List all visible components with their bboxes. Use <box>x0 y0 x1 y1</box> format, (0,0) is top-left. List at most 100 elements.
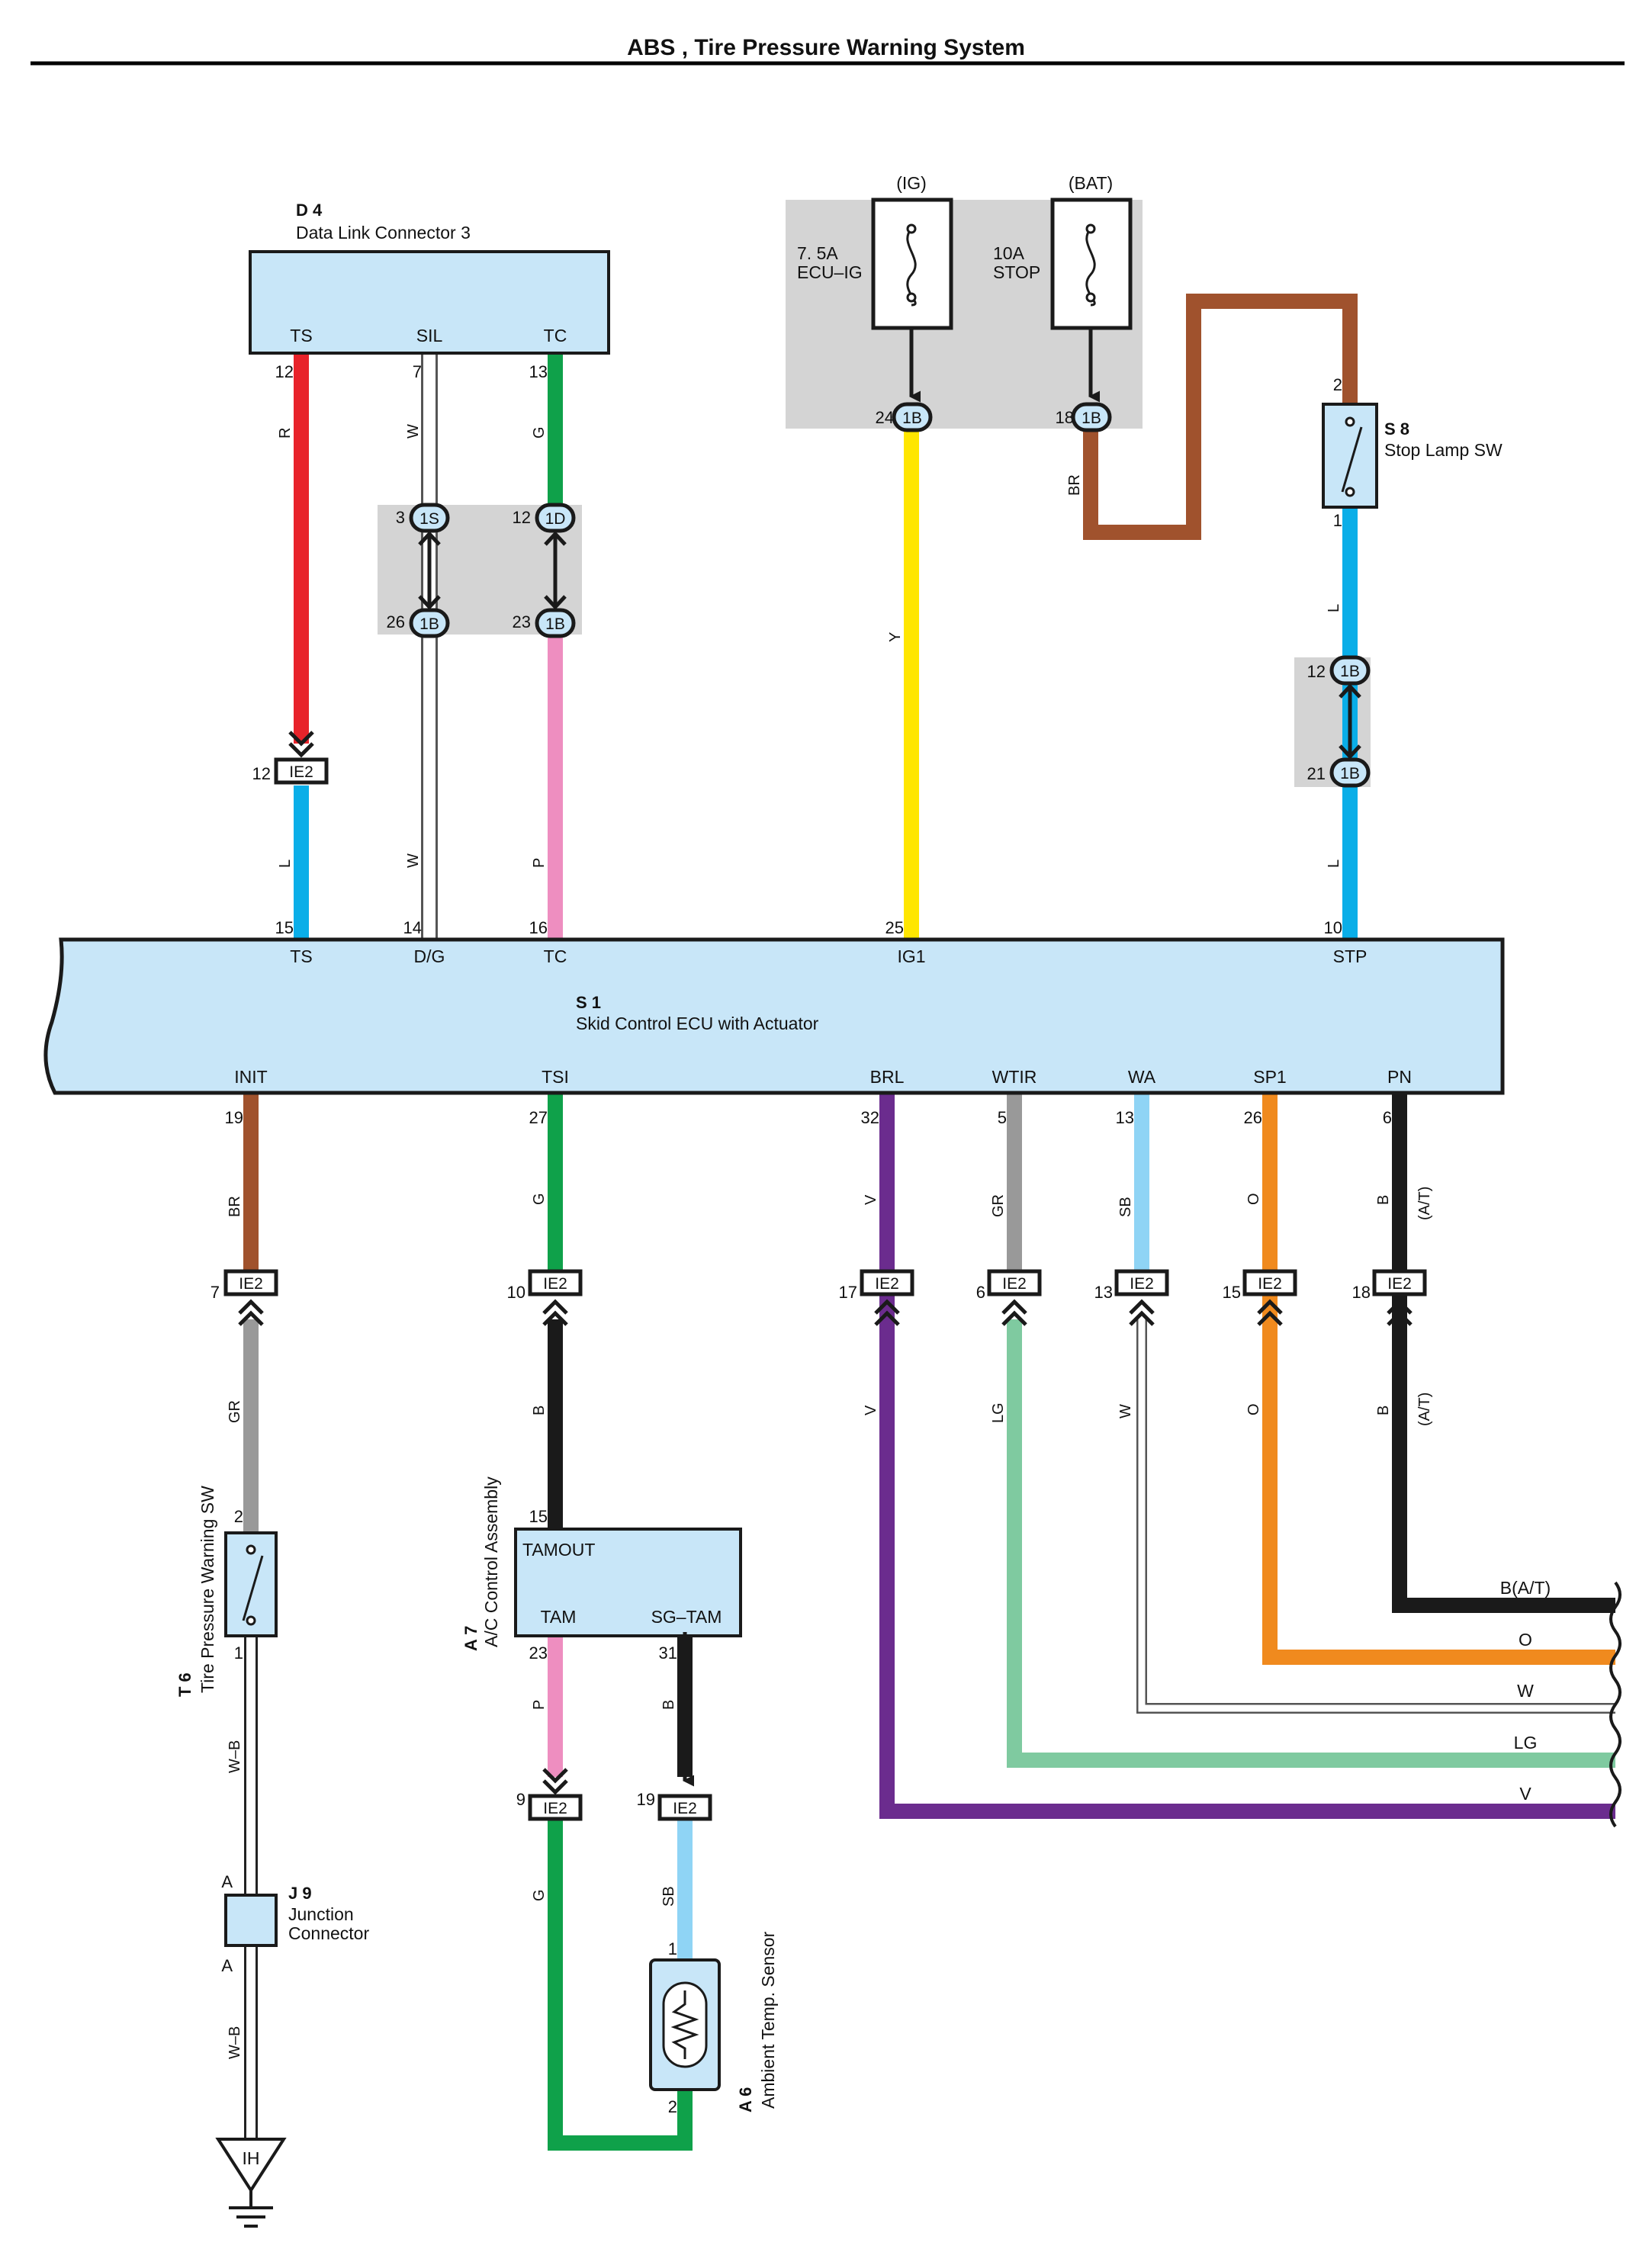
pin-26-s1: 26 <box>1244 1108 1262 1127</box>
fuse-ig-rating: 7. 5A <box>797 243 838 263</box>
s1-pin-pn: PN <box>1387 1067 1412 1087</box>
fuse-ig-source: (IG) <box>896 173 927 193</box>
a7-pin-tamout: TAMOUT <box>522 1540 595 1560</box>
ie2-12: IE2 <box>289 763 313 781</box>
fuse-bat-rating: 10A <box>993 243 1025 263</box>
pin-7-ie2: 7 <box>211 1283 220 1302</box>
fuse-ig-name: ECU–IG <box>797 262 863 282</box>
fuse-bat-source: (BAT) <box>1069 173 1113 193</box>
pin-9-ie2: 9 <box>516 1790 525 1809</box>
wire-label-g-3: G <box>531 1889 548 1901</box>
d4-code: D 4 <box>296 201 323 220</box>
s1-pin-init: INIT <box>234 1067 267 1087</box>
exit-label-b-at: B(A/T) <box>1500 1578 1551 1598</box>
a7-name: A/C Control Assembly <box>481 1476 501 1647</box>
a7-pin-tam: TAM <box>541 1607 577 1627</box>
a6-code: A 6 <box>736 2087 755 2112</box>
wire-label-gr-1: GR <box>990 1194 1007 1217</box>
ie2-9: IE2 <box>543 1800 567 1817</box>
pin-18-ie2: 18 <box>1352 1283 1371 1302</box>
wire-label-l-3: L <box>1326 859 1342 868</box>
exit-label-lg: LG <box>1514 1733 1538 1753</box>
pin-6-s1: 6 <box>1383 1108 1392 1127</box>
pin-5-s1: 5 <box>998 1108 1007 1127</box>
fuse-bat-name: STOP <box>993 262 1040 282</box>
j9-pin-a-top: A <box>221 1872 233 1891</box>
s1-pin-sp1: SP1 <box>1253 1067 1286 1087</box>
pin-3-1s: 3 <box>396 508 405 527</box>
wires <box>243 294 1615 2151</box>
wire-label-b-1: B <box>1375 1195 1392 1205</box>
pin-2-t6: 2 <box>234 1507 243 1526</box>
fuse-stop-element <box>1085 227 1096 307</box>
d4-pin-tc: TC <box>544 326 567 345</box>
pin-6-ie2: 6 <box>976 1283 985 1302</box>
oval-connectors: 1B 1B 1S 1B 1D 1B 1B 1B <box>409 402 1371 788</box>
pin-23-a7: 23 <box>529 1643 548 1663</box>
exit-wire-labels: B(A/T) O W LG V <box>1500 1578 1551 1804</box>
conn-1b-24: 1B <box>902 410 922 427</box>
ie2-13: IE2 <box>1130 1275 1154 1293</box>
wire-label-br-1: BR <box>1066 474 1083 496</box>
d4-data-link-connector <box>249 250 610 355</box>
pin-13-ie2: 13 <box>1094 1283 1113 1302</box>
s1-pin-stp: STP <box>1333 946 1368 966</box>
ie2-7: IE2 <box>239 1275 263 1293</box>
wire-label-o-1: O <box>1245 1193 1262 1205</box>
ie2-6: IE2 <box>1002 1275 1027 1293</box>
a7-ac-control-assembly <box>514 1528 742 1637</box>
pin-25-s1: 25 <box>885 918 904 937</box>
fuse-ecu-ig <box>871 198 953 330</box>
exit-label-o: O <box>1519 1630 1532 1650</box>
ie2-18: IE2 <box>1387 1275 1412 1293</box>
s1-name: Skid Control ECU with Actuator <box>576 1014 819 1033</box>
pin-24-1b: 24 <box>876 408 894 427</box>
wire-label-br-2: BR <box>227 1196 243 1217</box>
wire-label-p-2: P <box>531 1700 548 1710</box>
pin-19-ie2: 19 <box>637 1790 655 1809</box>
s1-skid-control-ecu <box>43 937 1505 1095</box>
wire-label-w-2: W <box>405 853 422 868</box>
s1-pin-dg: D/G <box>414 946 445 966</box>
conn-1b-26: 1B <box>419 615 439 633</box>
pin-19-s1: 19 <box>225 1108 243 1127</box>
pin-12-1d: 12 <box>513 508 531 527</box>
j9-junction-connector <box>224 1894 278 1947</box>
fuse-ecu-ig-element <box>906 227 917 307</box>
fuse-stop <box>1050 198 1133 330</box>
ground-label: IH <box>243 2148 260 2168</box>
pin-numbers: 12 7 13 24 18 2 1 3 26 12 23 12 21 12 15… <box>211 362 1392 2116</box>
pin-32-s1: 32 <box>861 1108 879 1127</box>
t6-name: Tire Pressure Warning SW <box>198 1486 217 1693</box>
s1-pin-wa: WA <box>1128 1067 1156 1087</box>
pin-16-s1: 16 <box>529 918 548 937</box>
wire-label-w-3: W <box>1117 1404 1134 1418</box>
wire-label-p-1: P <box>531 858 548 868</box>
pin-18-1b: 18 <box>1056 408 1074 427</box>
ie2-connectors: IE2 IE2 IE2 IE2 IE2 IE2 IE2 IE2 IE2 IE2 <box>223 731 1427 1821</box>
pin-12-1b: 12 <box>1307 662 1326 681</box>
ie2-10: IE2 <box>543 1275 567 1293</box>
pin-31-a7: 31 <box>659 1643 677 1663</box>
ie2-17: IE2 <box>875 1275 899 1293</box>
ie2-19: IE2 <box>673 1800 697 1817</box>
s1-code: S 1 <box>576 993 601 1012</box>
d4-pin-sil: SIL <box>416 326 443 345</box>
pin-15-a7: 15 <box>529 1507 548 1526</box>
wire-label-gr-2: GR <box>227 1400 243 1423</box>
s8-code: S 8 <box>1384 419 1409 439</box>
wire-label-g-2: G <box>531 1193 548 1205</box>
page-title: ABS , Tire Pressure Warning System <box>627 35 1025 60</box>
pin-14-s1: 14 <box>403 918 422 937</box>
pin-1-t6: 1 <box>234 1643 243 1663</box>
pin-12-d4: 12 <box>275 362 294 381</box>
pin-2-s8: 2 <box>1333 375 1342 394</box>
wire-break-marks <box>1609 1581 1621 1828</box>
wire-label-b-4: B <box>660 1700 677 1710</box>
wire-color-labels: R W G L W P Y BR L L BR G V GR SB O B (A… <box>227 424 1433 2059</box>
wire-label-y: Y <box>887 632 904 642</box>
conn-1b-23: 1B <box>545 615 565 633</box>
ie2-15: IE2 <box>1258 1275 1282 1293</box>
wire-label-w-1: W <box>405 424 422 439</box>
s8-switch-blade <box>1341 426 1363 493</box>
